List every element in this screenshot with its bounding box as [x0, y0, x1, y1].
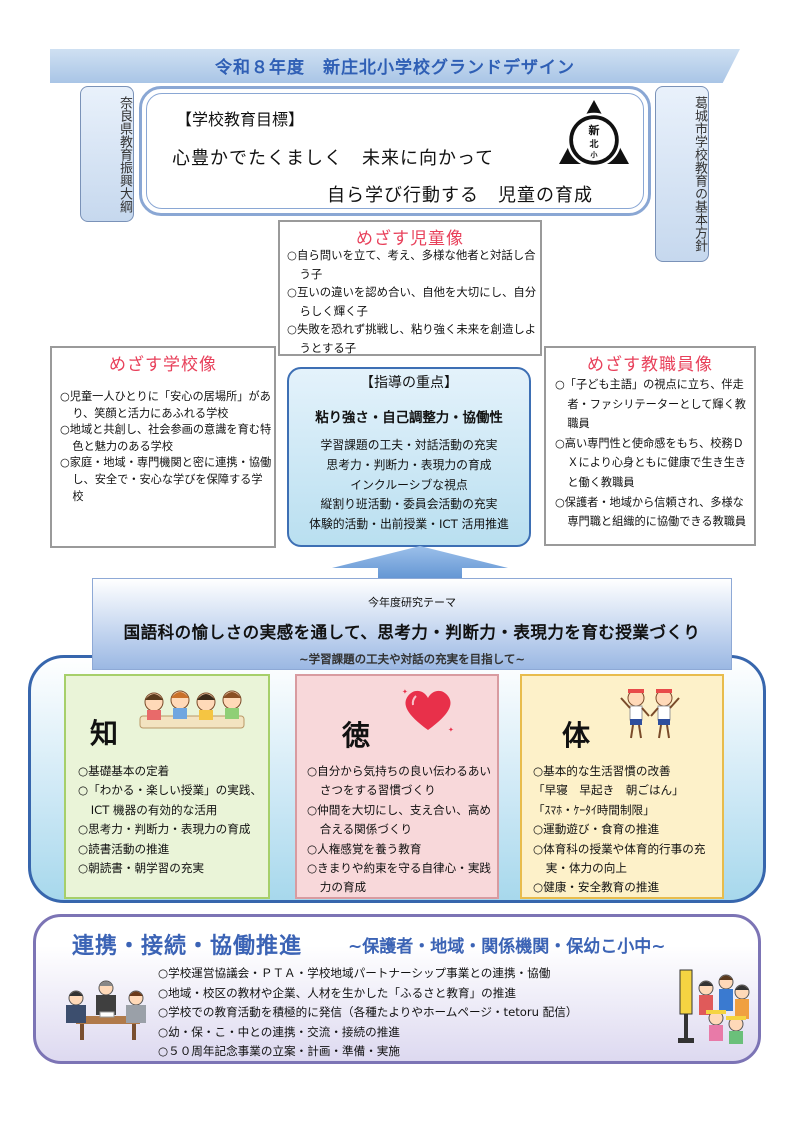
list-item: ○５０周年記念事業の立案・計画・準備・実施 [158, 1044, 400, 1059]
list-item: ○体育科の授業や体育的行事の充実・体力の向上 [533, 841, 706, 876]
list-item: ○児童一人ひとりに「安心の居場所」があり、笑顔と活力にあふれる学校 [60, 390, 271, 420]
ideal-school-title: めざす学校像 [109, 355, 217, 375]
title-ribbon [50, 49, 740, 83]
list-item: 学習課題の工夫・対話活動の充実 [320, 438, 498, 452]
crossing-guard-children-icon [678, 969, 750, 1044]
collaboration-subtitle: ~保護者・地域・関係機関・保幼こ小中~ [348, 937, 666, 957]
list-item: ○「わかる・楽しい授業」の実践、ICT 機器の有効的な活用 [78, 783, 263, 817]
list-item: ○運動遊び・食育の推進 [533, 822, 660, 837]
collaboration-list: ○学校運営協議会・ＰＴＡ・学校地域パートナーシップ事業との連携・協働 ○地域・校… [158, 964, 678, 1062]
list-item: ○思考力・判断力・表現力の育成 [78, 822, 251, 837]
svg-text:✦: ✦ [402, 688, 408, 696]
children-exercising-icon [620, 689, 680, 739]
list-item: 「ｽﾏﾎ・ｹｰﾀｲ時間制限」 [533, 802, 655, 817]
list-item: ○きまりや約束を守る自律心・実践力の育成 [307, 861, 492, 895]
list-item: ○人権感覚を養う教育 [307, 841, 422, 856]
ideal-staff-title: めざす教職員像 [587, 355, 713, 375]
pillar-body-char: 体 [562, 719, 591, 752]
school-emblem-icon: 新 北 小 [559, 100, 629, 168]
school-goal-heading: 【学校教育目標】 [176, 110, 305, 129]
school-goal-frame [139, 86, 651, 216]
city-policy-tag: 葛城市学校教育の基本方針 [655, 86, 709, 262]
list-item: ○基礎基本の定着 [78, 764, 170, 778]
research-theme-banner [92, 578, 732, 670]
research-theme-main: 国語科の愉しさの実感を通して、思考力・判断力・表現力を育む授業づくり [123, 623, 701, 642]
list-item: ○読書活動の推進 [78, 841, 170, 856]
list-item: ○基本的な生活習慣の改善 [533, 764, 671, 778]
emblem-char-2: 北 [589, 138, 598, 150]
ideal-staff-box [544, 346, 756, 546]
guidance-focus-list: 学習課題の工夫・対話活動の充実 思考力・判断力・表現力の育成 インクルーシブな視… [287, 436, 531, 535]
research-theme-label: 今年度研究テーマ [368, 596, 456, 609]
meeting-people-icon [66, 980, 146, 1040]
collaboration-title: 連携・接続・協働推進 [72, 934, 303, 959]
list-item: ○保護者・地域から信頼され、多様な専門職と組織的に協働できる教職員 [555, 495, 747, 529]
list-item: ○失敗を恐れず挑戦し、粘り強く未来を創造しようとする子 [287, 322, 537, 355]
ideal-school-box [50, 346, 276, 548]
list-item: 「早寝 早起き 朝ごはん」 [533, 783, 684, 798]
list-item: ○地域・校区の教材や企業、人材を生かした「ふるさと教育」の推進 [158, 985, 516, 1000]
research-theme-sub: ~学習課題の工夫や対話の充実を目指して~ [299, 652, 525, 666]
prefecture-policy-tag: 奈良県教育振興大綱 [80, 86, 134, 222]
pillar-knowledge-char: 知 [90, 717, 119, 750]
school-goal-line-2: 自ら学び行動する 児童の育成 [327, 185, 593, 206]
list-item: 体験的活動・出前授業・ICT 活用推進 [309, 517, 509, 532]
emblem-char-3: 小 [590, 150, 598, 159]
pillar-virtue-char: 徳 [342, 719, 371, 752]
children-studying-icon [139, 690, 245, 729]
pillar-body-list: ○基本的な生活習慣の改善 「早寝 早起き 朝ごはん」 「ｽﾏﾎ・ｹｰﾀｲ時間制限… [533, 762, 719, 898]
list-item: ○自分から気持ちの良い伝わるあいさつをする習慣づくり [307, 764, 492, 798]
emblem-char-1: 新 [589, 123, 600, 137]
up-arrow-icon [332, 546, 508, 584]
list-item: インクルーシブな視点 [350, 477, 468, 492]
heart-icon: ✦ ✦ [402, 688, 454, 734]
list-item: ○自ら問いを立て、考え、多様な他者と対話し合う子 [287, 248, 536, 281]
ideal-staff-list: ○「子ども主語」の視点に立ち、伴走者・ファシリテーターとして輝く教職員 ○高い専… [555, 375, 753, 532]
page-title: 令和８年度 新庄北小学校グランドデザイン [215, 58, 575, 78]
ideal-school-list: ○児童一人ひとりに「安心の居場所」があり、笑顔と活力にあふれる学校 ○地域と共創… [60, 389, 272, 505]
pillar-body [520, 674, 724, 899]
list-item: ○朝読書・朝学習の充実 [78, 861, 205, 876]
list-item: ○高い専門性と使命感をもち、校務ＤＸにより心身ともに健康で生き生きと働く教職員 [555, 436, 747, 489]
list-item: 思考力・判断力・表現力の育成 [326, 457, 492, 472]
list-item: ○健康・安全教育の推進 [533, 880, 660, 895]
pillar-virtue [295, 674, 499, 899]
list-item: ○学校運営協議会・ＰＴＡ・学校地域パートナーシップ事業との連携・協働 [158, 966, 551, 980]
list-item: ○地域と共創し、社会参画の意識を育む特色と魅力のある学校 [60, 423, 272, 453]
list-item: ○仲間を大切にし、支え合い、高め合える関係づくり [307, 802, 492, 837]
list-item: ○家庭・地域・専門機関と密に連携・協働し、安全で・安心な学びを保障する学校 [60, 456, 272, 503]
ideal-child-list: ○自ら問いを立て、考え、多様な他者と対話し合う子 ○互いの違いを認め合い、自他を… [287, 246, 537, 357]
school-goal-line-1: 心豊かでたくましく 未来に向かって [172, 148, 495, 169]
list-item: 縦割り班活動・委員会活動の充実 [320, 497, 498, 512]
ideal-child-title: めざす児童像 [356, 229, 464, 249]
list-item: ○学校での教育活動を積極的に発信（各種たよりやホームページ・tetoru 配信） [158, 1005, 578, 1020]
guidance-focus-title: 【指導の重点】 [360, 375, 458, 391]
pillar-knowledge-list: ○基礎基本の定着 ○「わかる・楽しい授業」の実践、ICT 機器の有効的な活用 ○… [78, 762, 266, 878]
guidance-focus-box [287, 367, 531, 547]
guidance-focus-subtitle: 粘り強さ・自己調整力・協働性 [315, 411, 503, 426]
list-item: ○「子ども主語」の視点に立ち、伴走者・ファシリテーターとして輝く教職員 [555, 378, 746, 431]
list-item: ○幼・保・こ・中との連携・交流・接続の推進 [158, 1024, 400, 1039]
list-item: ○互いの違いを認め合い、自他を大切にし、自分らしく輝く子 [287, 285, 537, 318]
collaboration-box [33, 914, 761, 1064]
pillar-virtue-list: ○自分から気持ちの良い伝わるあいさつをする習慣づくり ○仲間を大切にし、支え合い… [307, 762, 495, 898]
school-goal-inner-frame [146, 93, 644, 209]
svg-text:✦: ✦ [448, 726, 454, 734]
ideal-child-box [278, 220, 542, 356]
